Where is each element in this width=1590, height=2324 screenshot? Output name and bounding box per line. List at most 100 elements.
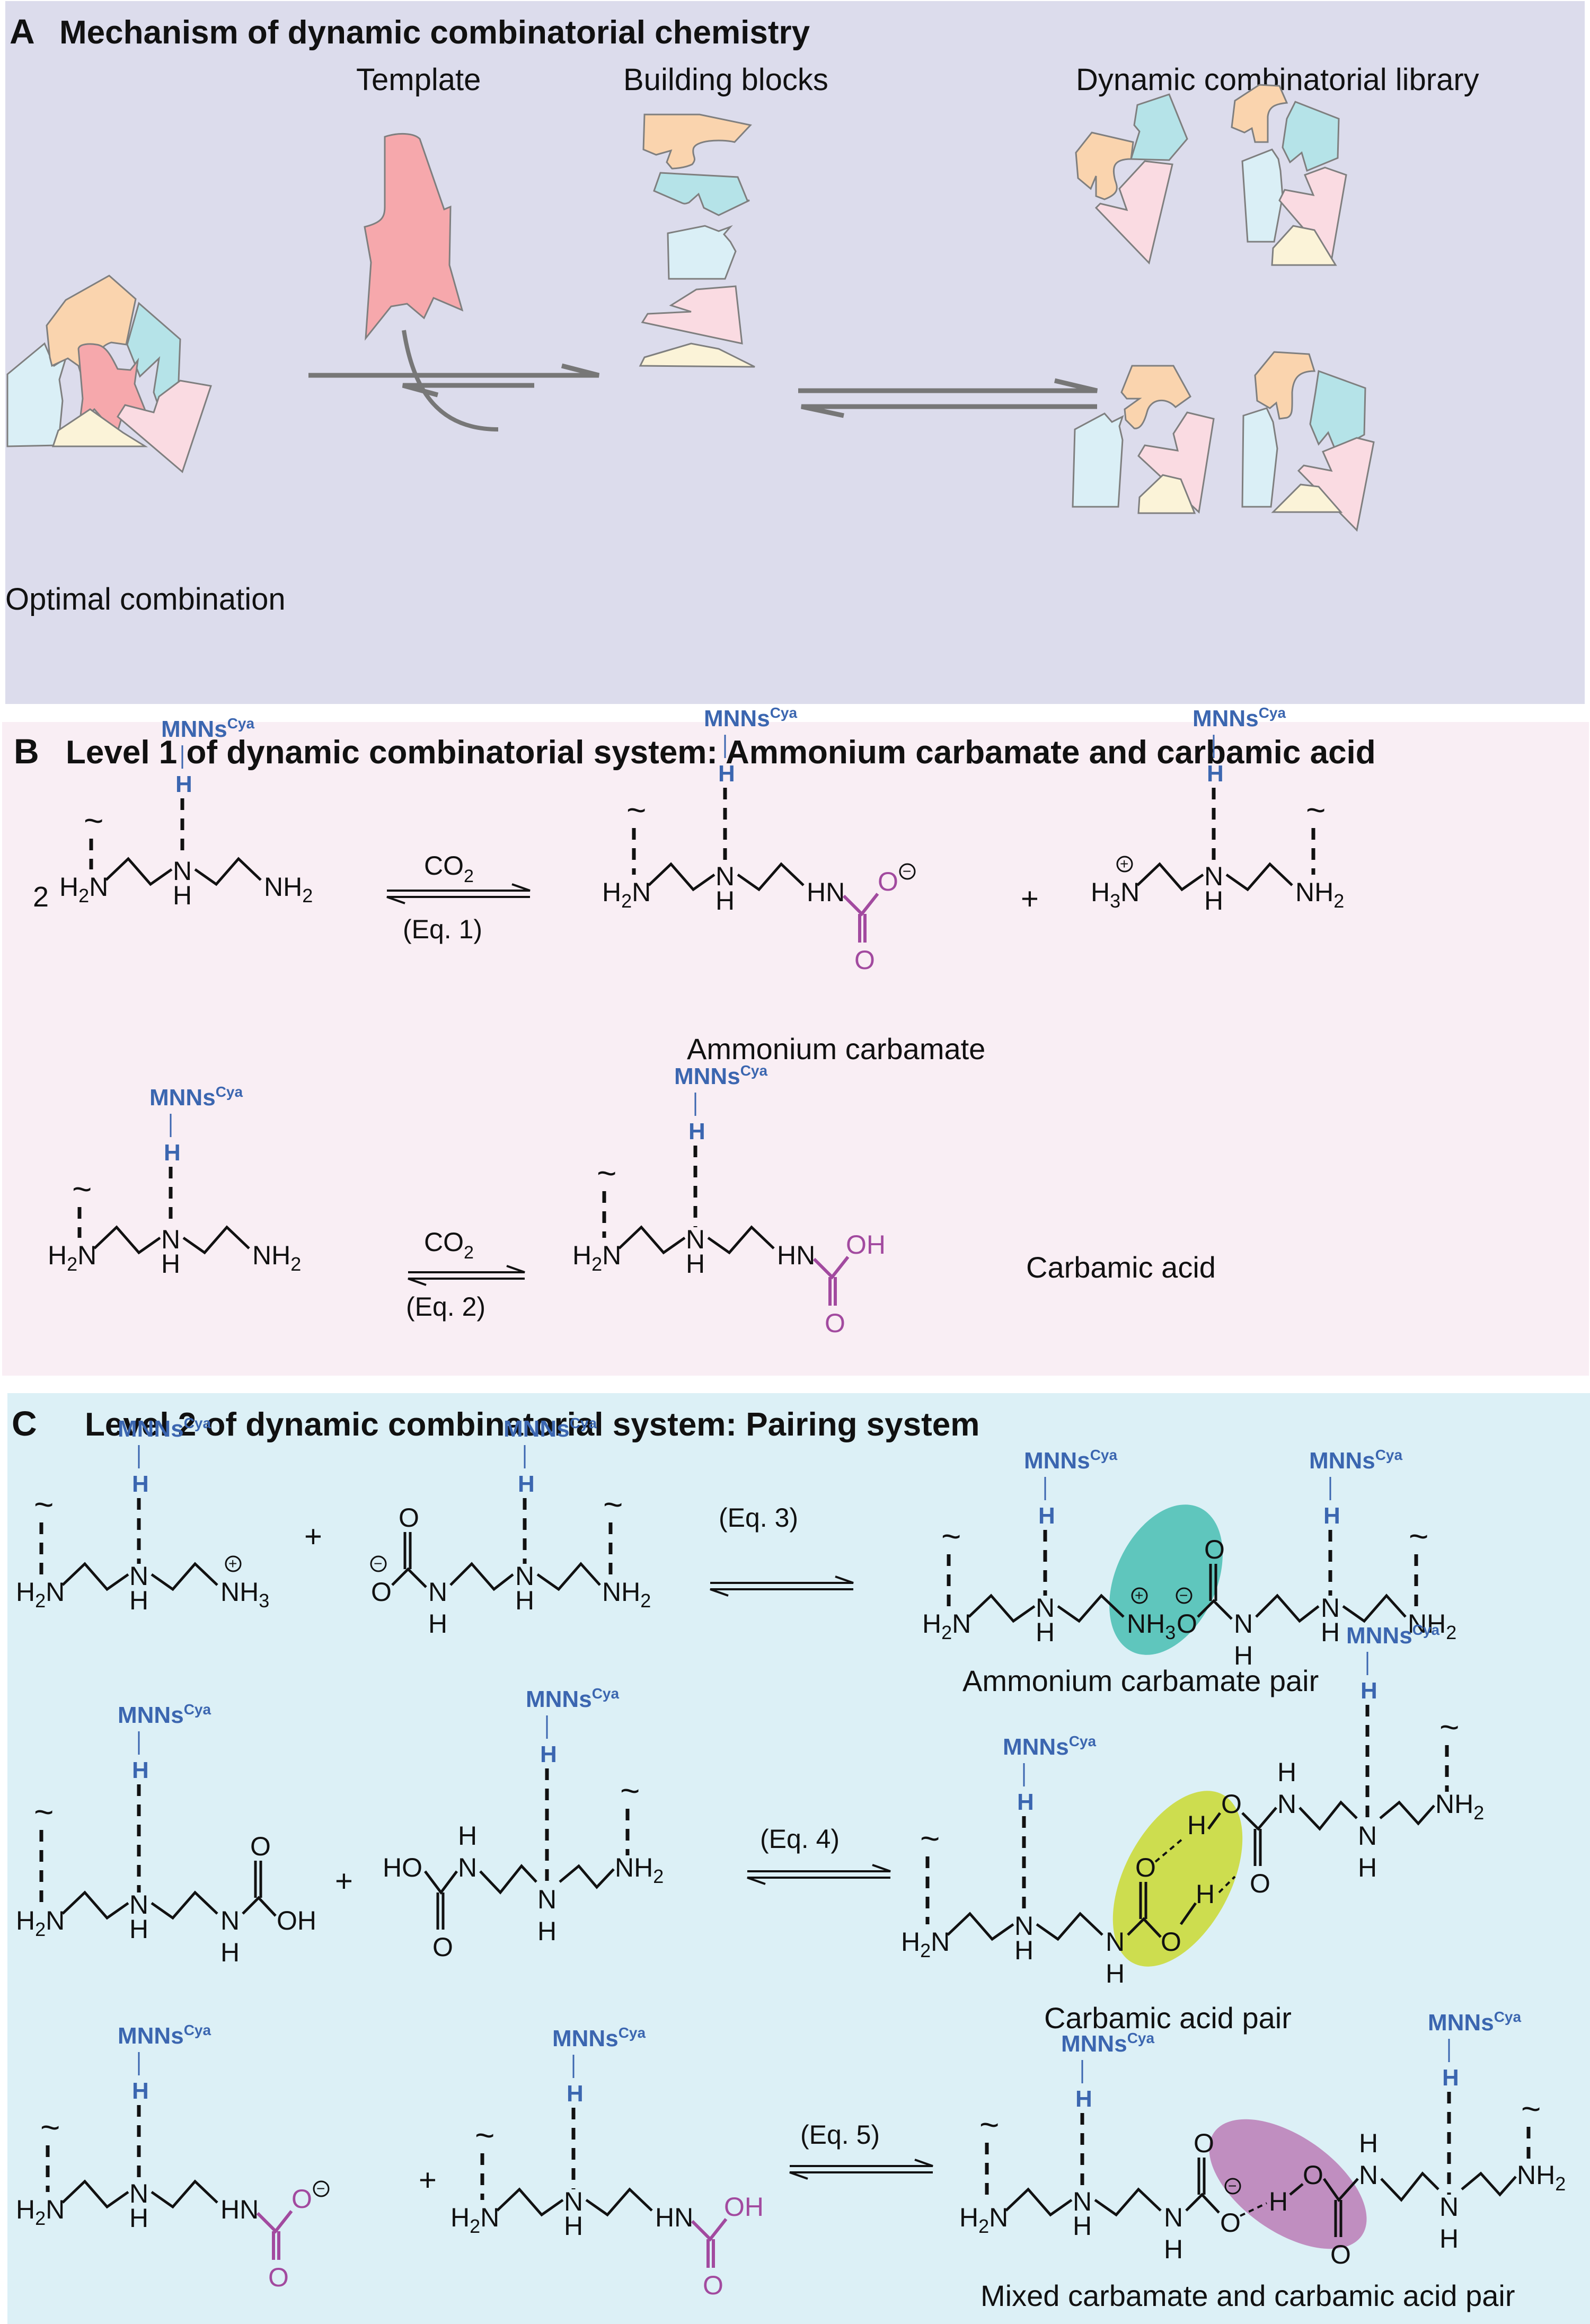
bond — [559, 1864, 615, 1889]
bond — [618, 1225, 686, 1255]
o-atom: O — [1221, 1789, 1242, 1819]
atom-label: H — [173, 881, 192, 910]
atom-label: N — [129, 1890, 148, 1920]
library-cluster-3 — [1072, 365, 1215, 514]
o-atom: O — [1161, 1927, 1181, 1957]
template-curved-arrow — [402, 330, 499, 432]
atom-label: HN — [807, 877, 845, 907]
tilde-symbol: ~ — [979, 2106, 999, 2144]
h-atom-blue: H — [1361, 1678, 1377, 1704]
panel-a-letter: A — [10, 12, 35, 51]
eq5-label: (Eq. 5) — [800, 2120, 880, 2150]
atom-group: NH2 — [252, 1240, 301, 1275]
atom-group: NH2 — [1517, 2160, 1566, 2195]
building-blocks-label: Building blocks — [623, 63, 828, 97]
panel-c-title: Level 2 of dynamic combinatorial system:… — [85, 1406, 979, 1443]
h-atom-blue: H — [175, 771, 192, 797]
tilde-symbol: ~ — [1439, 1708, 1459, 1746]
mixed-pair-highlight — [1209, 2119, 1367, 2249]
atom-label: N — [161, 1225, 180, 1254]
atom-label: N — [1358, 1821, 1377, 1851]
ammonium-carbamate-pair-highlight — [1109, 1504, 1223, 1655]
atom-label: N — [1234, 1609, 1253, 1639]
h-atom: H — [1196, 1879, 1215, 1909]
equilibrium-arrow-2 — [798, 378, 1098, 418]
bond — [1322, 2178, 1359, 2203]
tilde-symbol: ~ — [941, 1517, 961, 1555]
atom-group: H2N — [59, 872, 108, 906]
mnns-label: MNNsCya — [118, 1415, 211, 1442]
h-atom-blue: H — [688, 1119, 705, 1145]
bond — [1298, 1800, 1358, 1831]
o-atom: O — [825, 1308, 845, 1338]
ammonium-carbamate-pair-label: Ammonium carbamate pair — [962, 1664, 1319, 1697]
atom-label: H — [716, 886, 735, 915]
mnns-label: MNNsCya — [1428, 2009, 1521, 2036]
eq2-label: (Eq. 2) — [406, 1292, 485, 1322]
h-atom: H — [1187, 1810, 1206, 1840]
h-atom-blue: H — [164, 1140, 181, 1166]
tilde-symbol: ~ — [620, 1772, 640, 1810]
template-shape — [364, 133, 464, 341]
carbamate-bond — [842, 893, 879, 917]
charge-sign: − — [374, 1555, 382, 1572]
minus-charge-icon — [1176, 1587, 1192, 1604]
panel-c: C Level 2 of dynamic combinatorial syste… — [7, 1393, 1590, 2324]
bond — [151, 2179, 218, 2209]
atom-label: H — [161, 1249, 180, 1279]
tilde-symbol: ~ — [626, 791, 646, 829]
mnns-label: MNNsCya — [149, 1084, 243, 1111]
mnns-label: MNNsCya — [1192, 705, 1286, 732]
building-block-orange — [642, 113, 752, 170]
panel-c-letter: C — [12, 1404, 37, 1443]
bond — [707, 1225, 775, 1255]
tilde-symbol: ~ — [34, 1793, 54, 1831]
atom-label: N — [173, 856, 192, 886]
atom-label: H — [129, 1586, 148, 1615]
h-atom-blue: H — [1075, 2086, 1092, 2112]
atom-label: H — [129, 2203, 148, 2233]
plus-charge-icon — [225, 1555, 242, 1572]
eq1-coefficient: 2 — [33, 881, 49, 913]
bond — [151, 1890, 218, 1920]
bond — [1379, 1800, 1435, 1826]
atom-group: H2N — [16, 2195, 65, 2229]
h-atom: H — [1269, 2187, 1288, 2216]
o-atom: O — [1250, 1869, 1270, 1898]
building-block-teal — [653, 172, 750, 216]
mnns-label: MNNsCya — [1309, 1447, 1402, 1474]
o-atom: O — [1303, 2160, 1323, 2190]
bond — [1036, 1912, 1103, 1941]
atom-label: N — [1014, 1911, 1034, 1941]
mnns-label: MNNsCya — [1024, 1447, 1117, 1474]
eq4-arrow — [747, 1864, 891, 1885]
atom-label: N — [537, 1885, 556, 1914]
atom-label: N — [1036, 1593, 1055, 1623]
bond — [1380, 2171, 1439, 2202]
eq1-reagent: CO2 — [424, 851, 474, 886]
atom-label: HN — [777, 1240, 815, 1270]
bond — [182, 1225, 250, 1255]
panel-b-title: Level 1 of dynamic combinatorial system:… — [66, 734, 1376, 771]
o-atom: O — [371, 1577, 392, 1607]
bond — [1241, 1807, 1277, 1831]
mnns-label: MNNsCya — [1061, 2030, 1154, 2057]
h-atom-blue: H — [132, 2078, 149, 2104]
atom-label: H — [1036, 1617, 1055, 1647]
oh-bond — [1289, 2183, 1304, 2196]
eq1-plus: + — [1021, 882, 1039, 916]
bond — [105, 857, 173, 886]
bond — [1197, 1599, 1233, 1620]
bond — [93, 1225, 161, 1255]
eq1-label: (Eq. 1) — [403, 914, 482, 944]
panel-b-background — [2, 722, 1589, 1376]
eq5-plus: + — [419, 2163, 437, 2197]
atom-label: H — [515, 1586, 534, 1615]
mnns-label: MNNsCya — [118, 1701, 211, 1728]
